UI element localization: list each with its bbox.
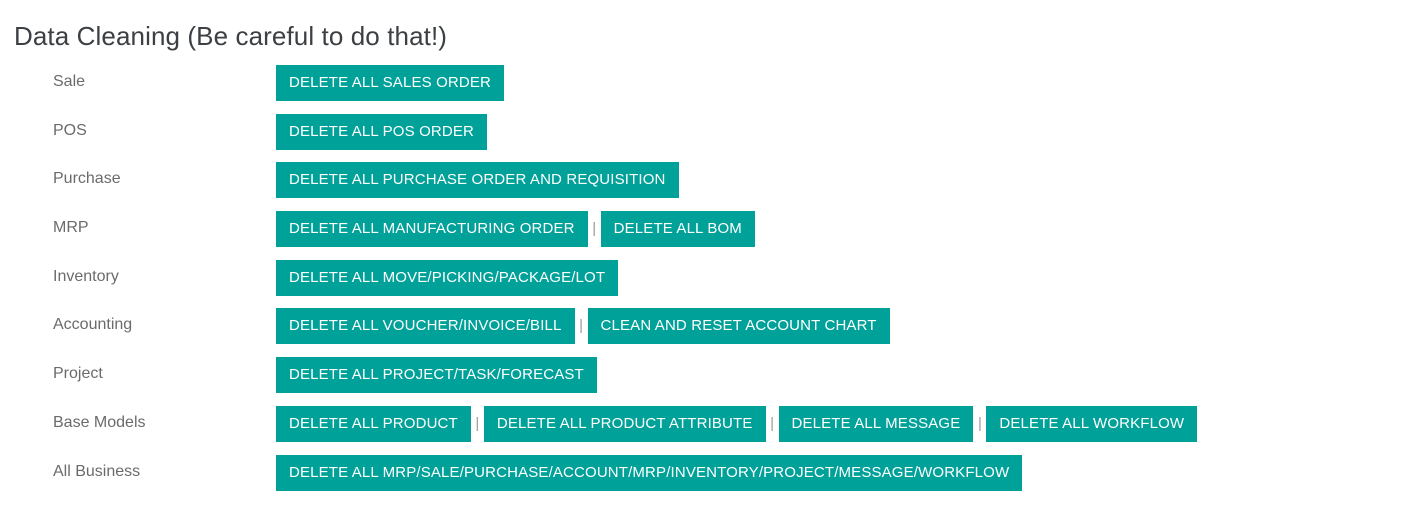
action-button-delete-all-pos-order[interactable]: DELETE ALL POS ORDER xyxy=(276,113,488,150)
row-label-purchase: Purchase xyxy=(53,170,121,188)
row-label-pos: POS xyxy=(53,121,87,139)
row-actions: DELETE ALL MRP/SALE/PURCHASE/ACCOUNT/MRP… xyxy=(276,454,1023,491)
action-button-delete-all-product-attribute[interactable]: DELETE ALL PRODUCT ATTRIBUTE xyxy=(483,405,766,442)
data-cleaning-row: All Business DELETE ALL MRP/SALE/PURCHASE… xyxy=(0,451,1414,500)
row-actions: DELETE ALL PRODUCT|DELETE ALL PRODUCT AT… xyxy=(276,405,1198,442)
action-button-delete-all-message[interactable]: DELETE ALL MESSAGE xyxy=(778,405,974,442)
action-button-delete-all-voucher-invoice-bill[interactable]: DELETE ALL VOUCHER/INVOICE/BILL xyxy=(276,308,575,345)
action-button-delete-all-manufacturing-order[interactable]: DELETE ALL MANUFACTURING ORDER xyxy=(276,211,588,248)
button-separator: | xyxy=(470,405,484,442)
button-separator: | xyxy=(587,211,601,248)
row-actions: DELETE ALL PURCHASE ORDER AND REQUISITIO… xyxy=(276,162,679,199)
button-separator: | xyxy=(973,405,987,442)
row-label-sale: Sale xyxy=(53,73,86,90)
button-separator: | xyxy=(574,308,588,345)
action-button-delete-all-bom[interactable]: DELETE ALL BOM xyxy=(600,211,755,248)
row-label-project: Project xyxy=(53,365,103,383)
action-button-clean-and-reset-account-chart[interactable]: CLEAN AND RESET ACCOUNT CHART xyxy=(587,308,890,345)
action-button-delete-all-product[interactable]: DELETE ALL PRODUCT xyxy=(276,405,471,442)
action-button-delete-all-sales-order[interactable]: DELETE ALL SALES ORDER xyxy=(276,65,504,101)
row-actions: DELETE ALL SALES ORDER xyxy=(276,65,504,101)
data-cleaning-row: Inventory DELETE ALL MOVE/PICKING/PACKAGE… xyxy=(0,256,1414,305)
action-button-delete-all-workflow[interactable]: DELETE ALL WORKFLOW xyxy=(986,405,1198,442)
data-cleaning-row: Sale DELETE ALL SALES ORDER xyxy=(0,61,1414,110)
row-actions: DELETE ALL PROJECT/TASK/FORECAST xyxy=(276,357,597,394)
data-cleaning-row: POS DELETE ALL POS ORDER xyxy=(0,110,1414,159)
row-label-base-models: Base Models xyxy=(53,413,146,431)
action-button-delete-all-mrp-sale-purchase-account-mrp-inventory-project-message-workflow[interactable]: DELETE ALL MRP/SALE/PURCHASE/ACCOUNT/MRP… xyxy=(276,454,1023,491)
data-cleaning-rows: Sale DELETE ALL SALES ORDER POS DELETE ALL … xyxy=(0,61,1414,499)
action-button-delete-all-purchase-order-and-requisition[interactable]: DELETE ALL PURCHASE ORDER AND REQUISITIO… xyxy=(276,162,679,199)
row-label-all-business: All Business xyxy=(53,462,141,480)
row-label-mrp: MRP xyxy=(53,219,89,237)
row-actions: DELETE ALL POS ORDER xyxy=(276,113,488,150)
row-label-accounting: Accounting xyxy=(53,316,133,334)
action-button-delete-all-project-task-forecast[interactable]: DELETE ALL PROJECT/TASK/FORECAST xyxy=(276,357,597,394)
button-separator: | xyxy=(765,405,779,442)
row-actions: DELETE ALL VOUCHER/INVOICE/BILL|CLEAN AN… xyxy=(276,308,890,345)
action-button-delete-all-move-picking-package-lot[interactable]: DELETE ALL MOVE/PICKING/PACKAGE/LOT xyxy=(276,259,619,296)
row-label-inventory: Inventory xyxy=(53,267,119,285)
data-cleaning-row: Purchase DELETE ALL PURCHASE ORDER AND RE… xyxy=(0,158,1414,207)
data-cleaning-row: Accounting DELETE ALL VOUCHER/INVOICE/BIL… xyxy=(0,304,1414,353)
row-actions: DELETE ALL MANUFACTURING ORDER|DELETE AL… xyxy=(276,211,755,248)
data-cleaning-row: MRP DELETE ALL MANUFACTURING ORDER|DELETE… xyxy=(0,207,1414,256)
data-cleaning-row: Project DELETE ALL PROJECT/TASK/FORECAST xyxy=(0,353,1414,402)
row-actions: DELETE ALL MOVE/PICKING/PACKAGE/LOT xyxy=(276,259,619,296)
page-title: Data Cleaning (Be careful to do that!) xyxy=(14,21,448,51)
